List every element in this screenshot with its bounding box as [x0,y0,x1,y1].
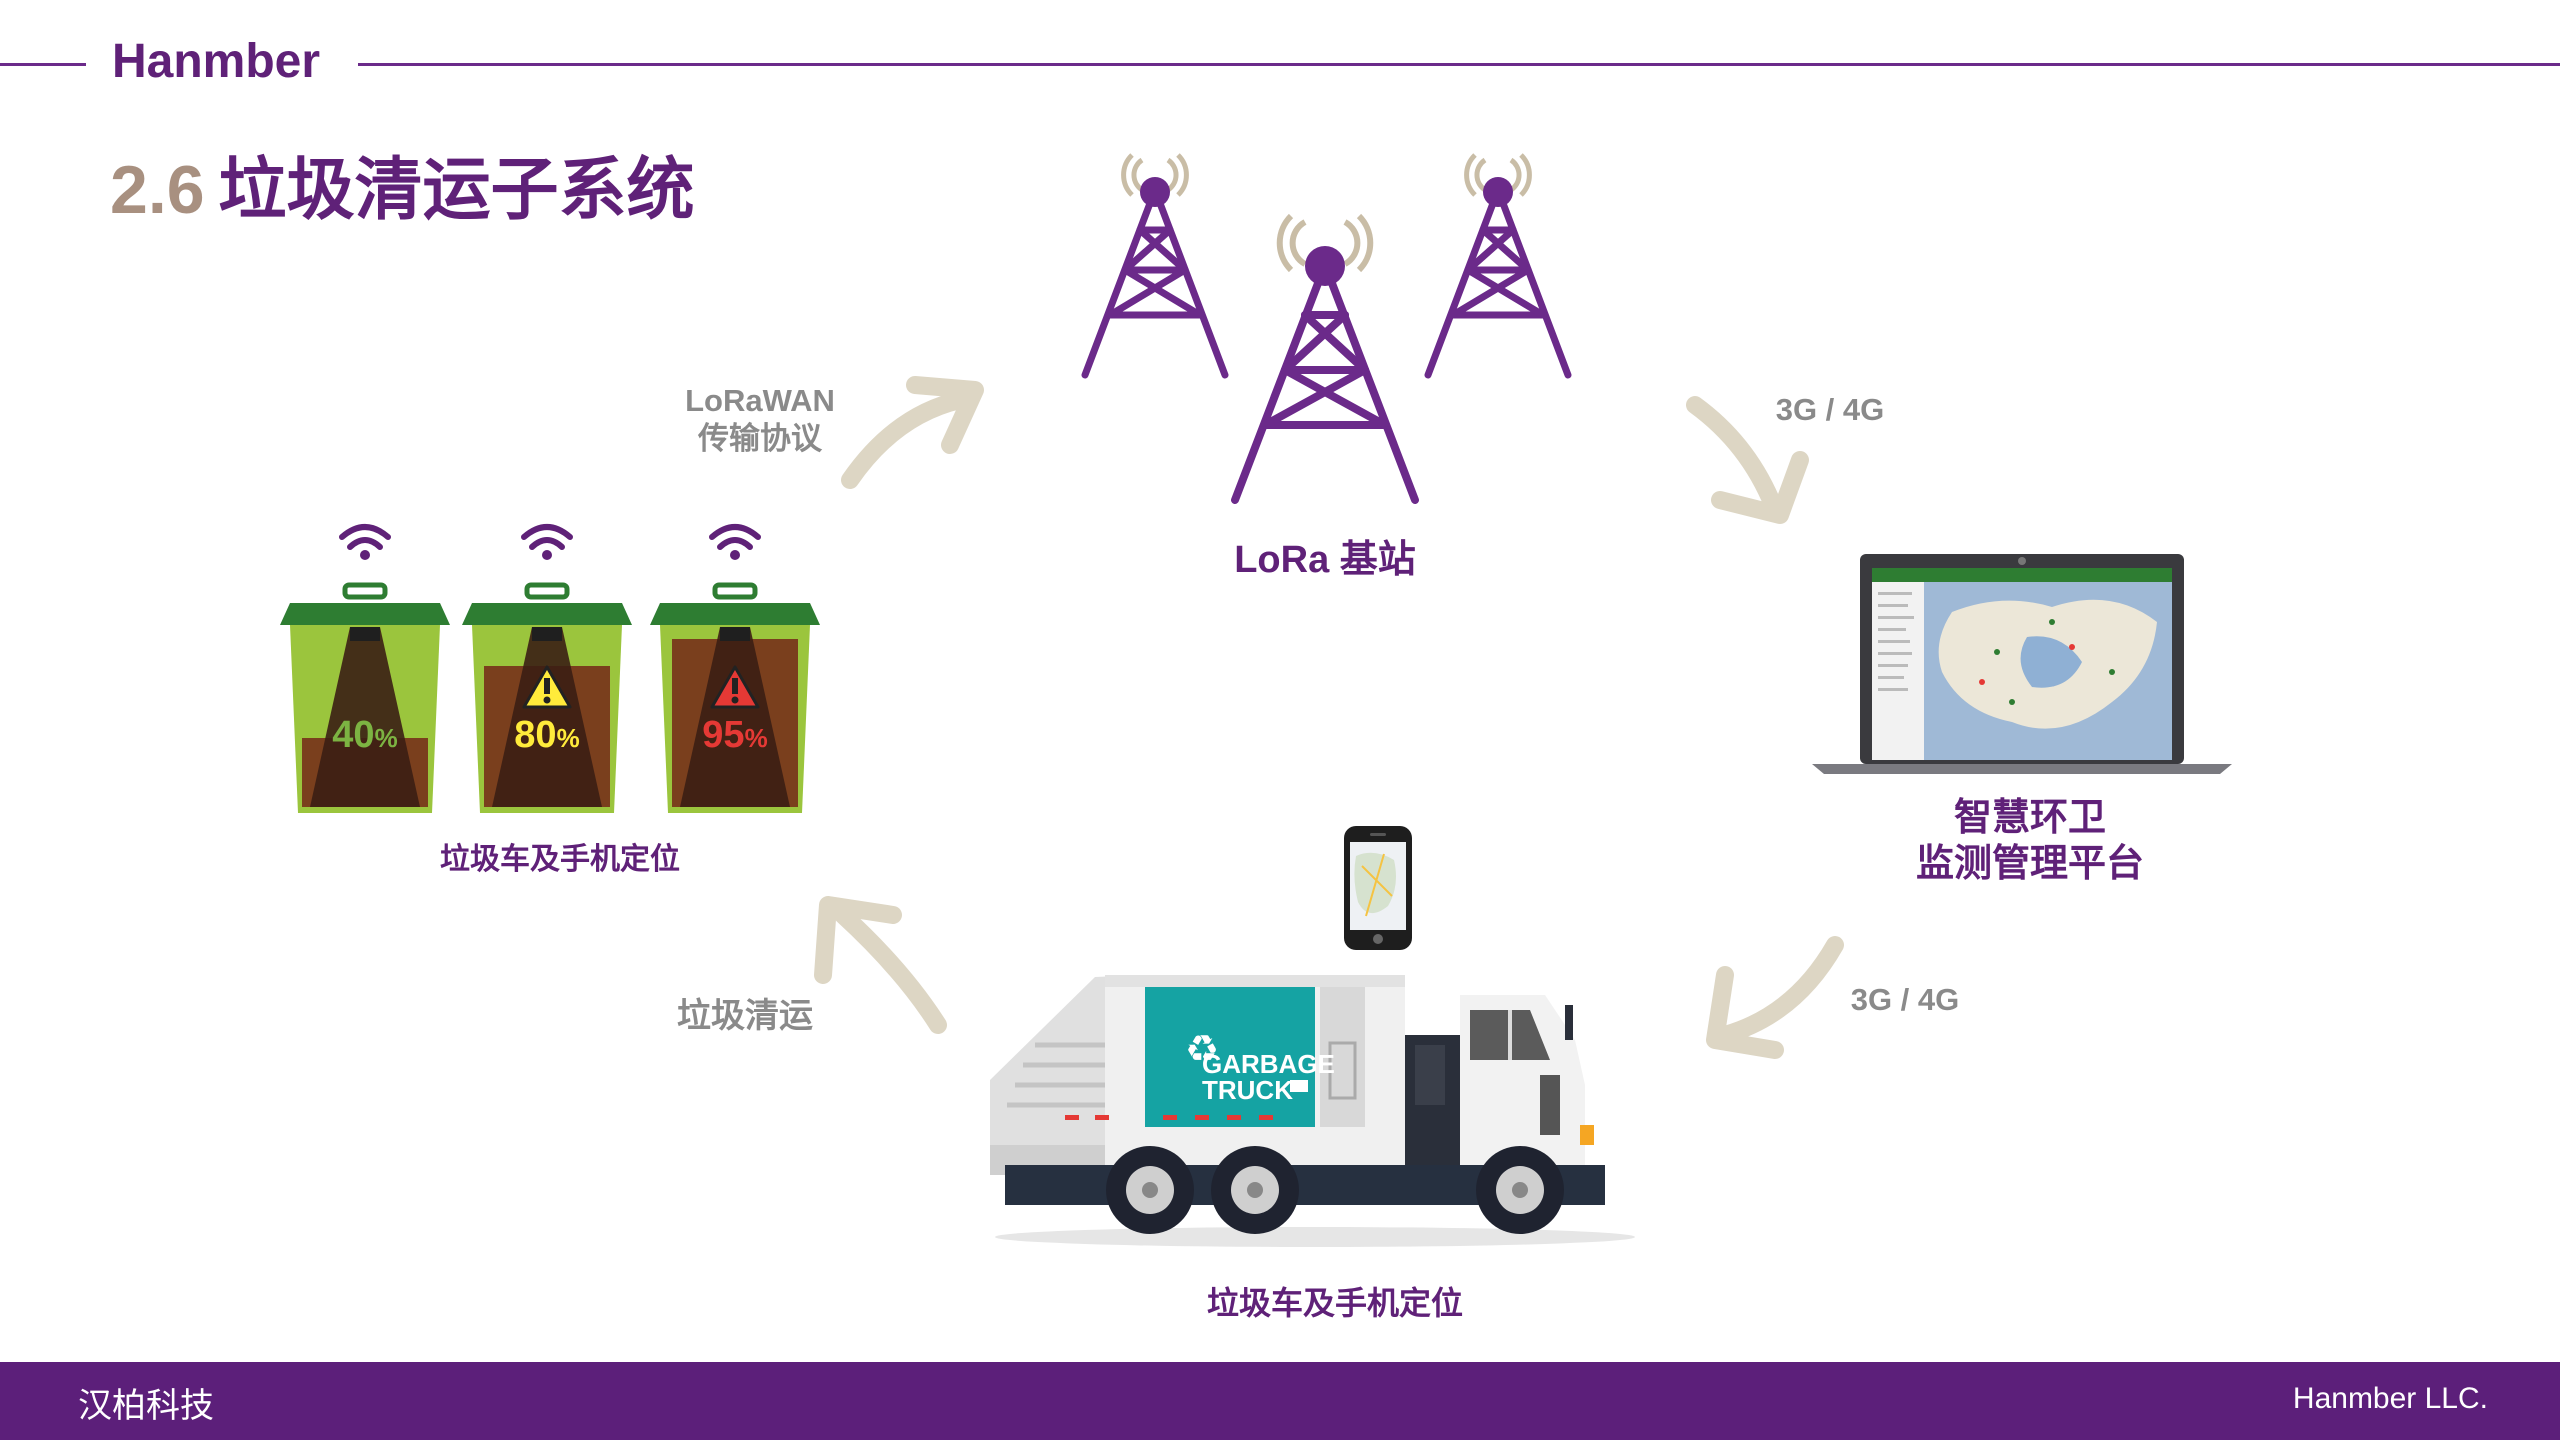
truck-wheels [1106,1146,1564,1234]
bin-fill-percent: 40% [332,714,397,756]
warning-icon [710,665,760,709]
lorawan-label: LoRaWAN 传输协议 [660,382,860,458]
warning-icon [522,665,572,709]
smartphone-icon [1344,826,1412,950]
platform-line1: 智慧环卫 [1953,797,2106,839]
wifi-icon [339,524,391,560]
lorawan-line1: LoRaWAN [685,383,835,418]
wifi-icon [521,524,573,560]
footer-company-en: Hanmber LLC. [2292,1382,2488,1415]
platform-line2: 监测管理平台 [1915,843,2144,885]
laptop-icon [1812,554,2232,774]
smart-bins: 40% 80% 95% [280,524,820,813]
bin-lid [280,603,450,625]
section-number: 2.6 [110,152,205,228]
smart-bin: 40% [280,524,450,813]
bin-lid [650,603,820,625]
svg-text:♻: ♻ [1185,1029,1219,1071]
truck-text-line2: TRUCK [1202,1075,1293,1105]
bins-caption: 垃圾车及手机定位 [440,843,680,876]
base-station-label: LoRa 基站 [1234,539,1416,581]
header-rule-left [0,63,86,66]
header-rule-right [358,63,2560,66]
network-bottom-label: 3G / 4G [1850,982,1960,1017]
bin-fill-percent: 80% [514,714,579,756]
collect-label: 垃圾清运 [677,997,813,1035]
footer-bar: 汉柏科技 Hanmber LLC. [0,1362,2560,1440]
wifi-icon [709,524,761,560]
bin-fill-percent: 95% [702,714,767,756]
tower-left-icon [1081,153,1229,379]
section-title: 垃圾清运子系统 [218,152,695,228]
smart-bin: 80% [462,524,632,813]
lorawan-line2: 传输协议 [698,421,822,456]
network-top-label: 3G / 4G [1775,392,1885,427]
smart-bin: 95% [650,524,820,813]
tower-center-icon [1231,213,1419,504]
arrow-down-left-icon [1706,936,1844,1059]
tower-right-icon [1424,153,1572,379]
bin-lid [462,603,632,625]
footer-company-cn: 汉柏科技 [78,1387,214,1425]
arrow-up-left-icon [814,896,947,1034]
truck-text-line1: GARBAGE [1202,1049,1335,1079]
garbage-truck-icon: ♻ GARBAGE TRUCK [990,975,1635,1247]
brand-logo: Hanmber [112,35,321,88]
truck-caption: 垃圾车及手机定位 [1206,1285,1463,1321]
arrow-down-right-icon [1686,396,1809,524]
platform-label: 智慧环卫 监测管理平台 [1860,795,2200,887]
arrow-up-right-icon [841,376,984,489]
